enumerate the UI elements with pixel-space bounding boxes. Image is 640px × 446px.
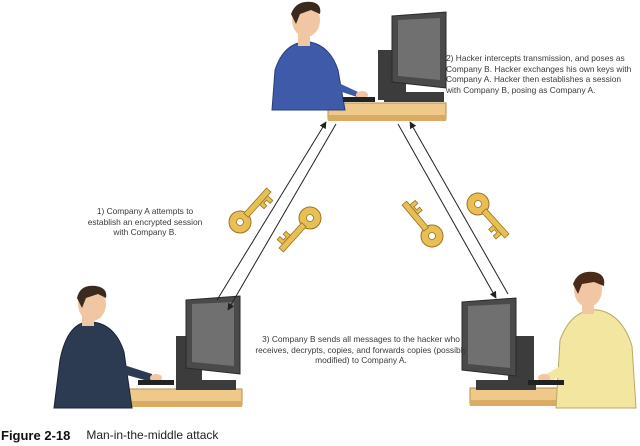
arrow-hacker-to-a <box>227 123 337 311</box>
hacker-station <box>271 1 447 121</box>
company-a-figure <box>53 285 174 409</box>
figure-title: Man-in-the-middle attack <box>86 428 219 442</box>
company-b-figure <box>528 271 637 409</box>
arrows <box>216 121 509 311</box>
arrow-a-to-hacker <box>216 121 327 301</box>
company-a-note: 1) Company A attempts to establish an en… <box>87 206 203 238</box>
keys <box>223 182 516 258</box>
arrow-b-to-hacker <box>409 121 509 295</box>
key-icon <box>395 195 448 252</box>
hacker-note: 2) Hacker intercepts transmission, and p… <box>446 53 632 95</box>
company-b-note: 3) Company B sends all messages to the h… <box>255 334 467 366</box>
computer-icon <box>176 295 241 390</box>
company-b-station <box>461 271 637 409</box>
key-icon <box>272 201 327 258</box>
computer-icon <box>461 297 536 390</box>
computer-icon <box>378 11 447 102</box>
hacker-figure <box>271 1 375 111</box>
figure-number: Figure 2-18 <box>1 427 71 443</box>
key-icon <box>223 182 278 239</box>
company-a-station <box>53 285 243 409</box>
arrow-hacker-to-b <box>397 123 497 299</box>
figure-caption: Figure 2-18 Man-in-the-middle attack <box>0 424 640 446</box>
key-icon <box>461 187 516 244</box>
